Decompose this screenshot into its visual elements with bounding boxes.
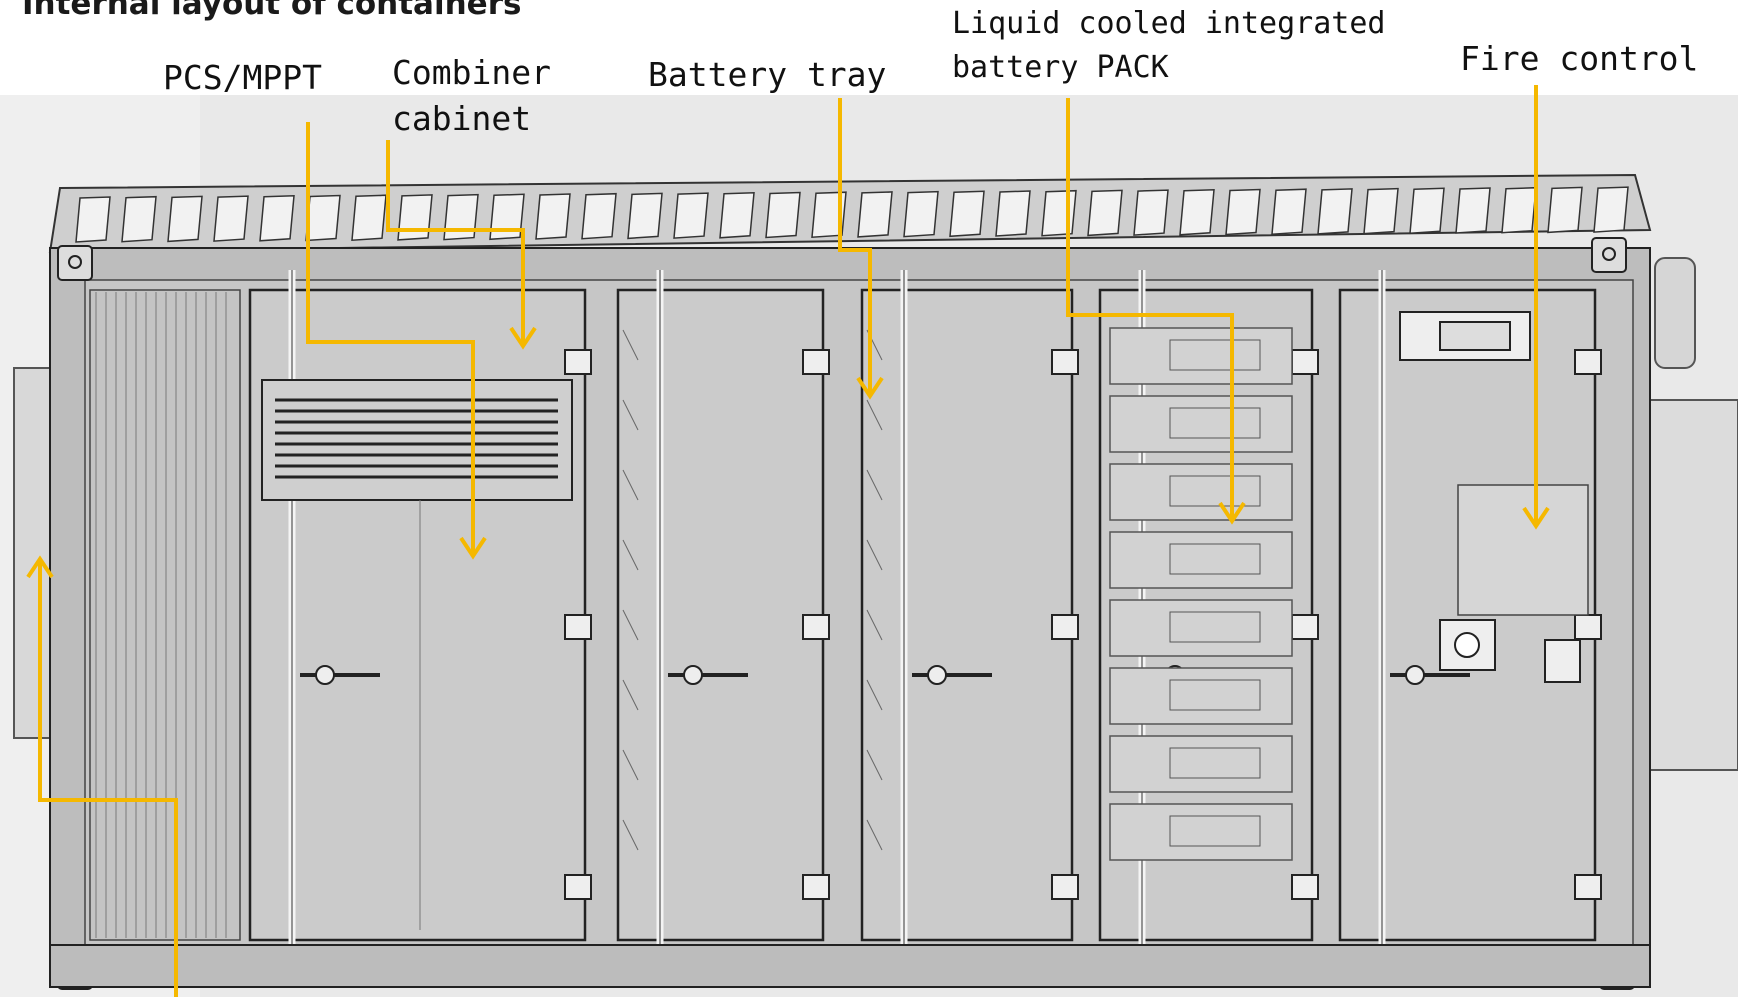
callout-line-battery-tray <box>838 98 872 395</box>
bay-battery-3 <box>1098 270 1319 955</box>
bay-fire-control <box>1338 270 1602 955</box>
callout-line-pcs <box>306 122 475 555</box>
callout-line-pack <box>1066 98 1234 520</box>
callout-line-left <box>38 560 178 997</box>
diagram-title: Internal layout of containers <box>22 0 522 22</box>
label-pcs-mppt: PCS/MPPT <box>163 58 322 97</box>
roof <box>48 173 1652 254</box>
label-battery-tray: Battery tray <box>648 55 887 94</box>
bay-battery-2 <box>860 270 1079 955</box>
bay-pcs <box>248 270 592 955</box>
bottom-sill <box>49 944 1651 988</box>
bay-battery-1 <box>616 270 830 955</box>
callout-lines <box>38 85 1538 997</box>
louvre-panel <box>89 289 241 941</box>
right-side-unit-top <box>1654 257 1696 369</box>
label-liquid-cooled-pack: Liquid cooled integrated battery PACK <box>952 6 1386 85</box>
right-side-unit-bottom <box>1639 399 1738 771</box>
label-fire-control: Fire control <box>1460 39 1699 78</box>
callout-arrowheads <box>26 326 1550 579</box>
callout-line-combiner <box>386 140 525 345</box>
label-combiner-cabinet: Combiner cabinet <box>392 53 551 138</box>
